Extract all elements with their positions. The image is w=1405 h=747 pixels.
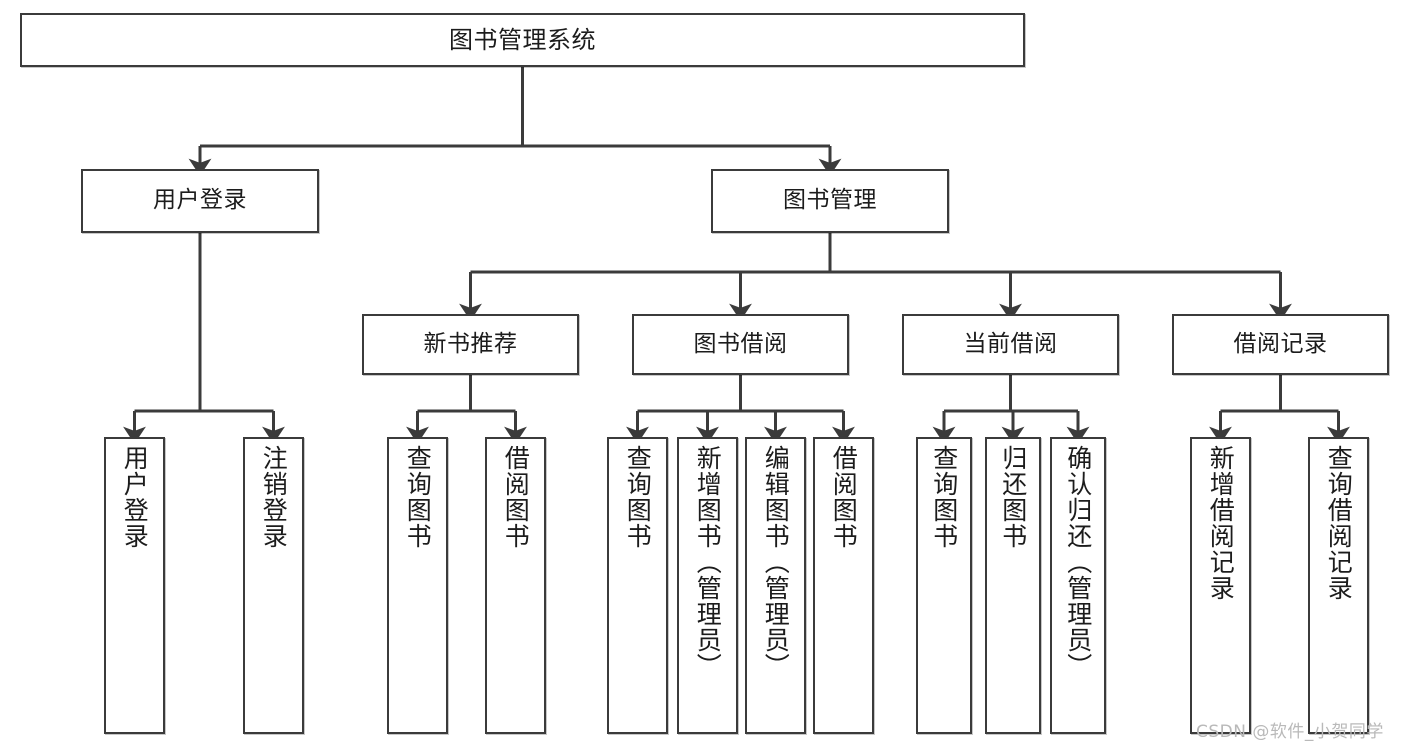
node-leaf1[interactable]: 用户登录 xyxy=(104,437,165,734)
node-label: 查询图书 xyxy=(929,445,959,549)
node-label: 借阅记录 xyxy=(1233,330,1328,357)
node-label: 图书管理系统 xyxy=(449,25,596,54)
node-label: 借阅图书 xyxy=(501,445,531,549)
node-leaf13[interactable]: 查询借阅记录 xyxy=(1308,437,1369,734)
node-label: 图书管理 xyxy=(783,187,877,214)
node-label: 归还图书 xyxy=(998,445,1028,549)
node-l3c[interactable]: 当前借阅 xyxy=(902,314,1119,375)
node-label: 当前借阅 xyxy=(963,330,1058,357)
node-leaf9[interactable]: 查询图书 xyxy=(916,437,972,734)
connector-group xyxy=(123,67,1350,444)
node-l3b[interactable]: 图书借阅 xyxy=(632,314,849,375)
node-label: 用户登录 xyxy=(153,187,247,214)
node-l2a[interactable]: 用户登录 xyxy=(81,169,319,233)
node-leaf12[interactable]: 新增借阅记录 xyxy=(1190,437,1251,734)
node-l2b[interactable]: 图书管理 xyxy=(711,169,949,233)
node-label: 查询借阅记录 xyxy=(1324,445,1354,601)
node-l3d[interactable]: 借阅记录 xyxy=(1172,314,1389,375)
node-label: 借阅图书 xyxy=(829,445,859,549)
node-label: 查询图书 xyxy=(623,445,653,549)
node-root[interactable]: 图书管理系统 xyxy=(20,13,1025,67)
node-label: 编辑图书（管理员） xyxy=(761,445,791,679)
node-leaf5[interactable]: 查询图书 xyxy=(607,437,668,734)
node-leaf2[interactable]: 注销登录 xyxy=(243,437,304,734)
node-leaf3[interactable]: 查询图书 xyxy=(387,437,448,734)
node-leaf8[interactable]: 借阅图书 xyxy=(813,437,874,734)
node-label: 新增借阅记录 xyxy=(1206,445,1236,601)
node-label: 用户登录 xyxy=(120,445,150,549)
node-label: 新书推荐 xyxy=(423,330,518,357)
node-label: 新增图书（管理员） xyxy=(693,445,723,679)
node-leaf7[interactable]: 编辑图书（管理员） xyxy=(745,437,806,734)
node-leaf11[interactable]: 确认归还（管理员） xyxy=(1050,437,1106,734)
node-leaf4[interactable]: 借阅图书 xyxy=(485,437,546,734)
node-label: 确认归还（管理员） xyxy=(1063,445,1093,679)
node-leaf10[interactable]: 归还图书 xyxy=(985,437,1041,734)
node-label: 查询图书 xyxy=(403,445,433,549)
node-leaf6[interactable]: 新增图书（管理员） xyxy=(677,437,738,734)
node-label: 注销登录 xyxy=(259,445,289,549)
node-label: 图书借阅 xyxy=(693,330,788,357)
node-l3a[interactable]: 新书推荐 xyxy=(362,314,579,375)
